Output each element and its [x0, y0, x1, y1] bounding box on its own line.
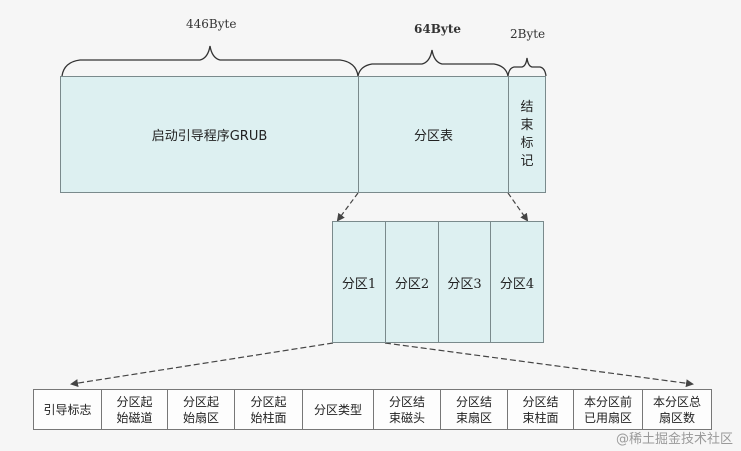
- field-sectors-before-label: 本分区前 已用扇区: [583, 394, 632, 425]
- field-sectors-before: 本分区前 已用扇区: [573, 389, 643, 430]
- field-start-sector: 分区起 始扇区: [167, 389, 235, 430]
- size-label-table: 64Byte: [414, 22, 461, 36]
- partition-2-label: 分区2: [394, 276, 430, 292]
- field-total-sectors: 本分区总 扇区数: [642, 389, 712, 430]
- field-end-head: 分区结 束磁头: [373, 389, 441, 430]
- field-start-track: 分区起 始磁道: [101, 389, 168, 430]
- brace-end: [507, 57, 547, 77]
- partition-1-label: 分区1: [341, 276, 377, 292]
- mbr-boot-section: 启动引导程序GRUB: [60, 76, 359, 193]
- field-total-sectors-label: 本分区总 扇区数: [652, 394, 701, 425]
- field-end-head-label: 分区结 束磁头: [388, 394, 425, 425]
- field-end-cylinder: 分区结 束柱面: [507, 389, 574, 430]
- mbr-table-label: 分区表: [413, 129, 453, 144]
- partition-3: 分区3: [438, 221, 491, 343]
- field-start-sector-label: 分区起 始扇区: [182, 394, 219, 425]
- arrow-partition-left: [70, 342, 334, 388]
- field-start-track-label: 分区起 始磁道: [116, 394, 153, 425]
- field-partition-type: 分区类型: [302, 389, 374, 430]
- field-partition-type-label: 分区类型: [313, 402, 362, 417]
- field-end-cylinder-label: 分区结 束柱面: [522, 394, 559, 425]
- mbr-partition-table: 分区表: [358, 76, 509, 193]
- size-label-end: 2Byte: [510, 27, 546, 41]
- mbr-boot-label: 启动引导程序GRUB: [151, 129, 268, 144]
- partition-2: 分区2: [385, 221, 439, 343]
- brace-boot: [61, 45, 359, 77]
- arrow-partition-right: [384, 342, 694, 388]
- partition-4: 分区4: [490, 221, 544, 343]
- partition-4-label: 分区4: [499, 276, 535, 292]
- size-label-boot: 446Byte: [186, 17, 237, 31]
- arrow-table-right: [507, 192, 529, 222]
- mbr-end-label: 结 束 标 记: [520, 99, 534, 169]
- brace-table: [357, 49, 509, 77]
- mbr-end-marker: 结 束 标 记: [508, 76, 546, 193]
- field-start-cylinder: 分区起 始柱面: [234, 389, 303, 430]
- field-boot-flag: 引导标志: [33, 389, 102, 430]
- watermark: @稀土掘金技术社区: [615, 432, 733, 447]
- partition-3-label: 分区3: [447, 276, 482, 292]
- field-end-sector: 分区结 束扇区: [440, 389, 508, 430]
- field-start-cylinder-label: 分区起 始柱面: [250, 394, 287, 425]
- arrow-table-left: [336, 192, 359, 222]
- partition-1: 分区1: [332, 221, 386, 343]
- field-boot-flag-label: 引导标志: [43, 402, 92, 417]
- field-end-sector-label: 分区结 束扇区: [455, 394, 492, 425]
